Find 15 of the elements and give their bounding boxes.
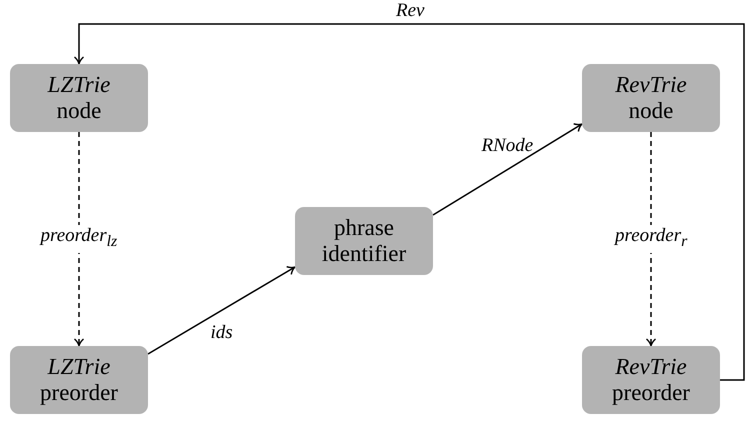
edge-label: Rev <box>395 0 426 22</box>
edge-label: RNode <box>480 134 534 156</box>
node-label: RevTrie node <box>614 72 688 124</box>
node-label: LZTrie node <box>46 72 112 124</box>
node-label: LZTrie preorder <box>39 354 119 406</box>
process-box <box>10 64 148 132</box>
process-box <box>582 64 720 132</box>
node-label: phrase identifier <box>320 215 408 267</box>
process-box <box>582 346 720 414</box>
node-label: RevTrie preorder <box>611 354 691 406</box>
process-box <box>295 207 433 275</box>
edge-label: preorder$_{lz}$ <box>38 225 120 253</box>
edge-label: ids <box>210 322 234 344</box>
edge-label: preorder$_{r}$ <box>613 225 690 253</box>
process-box <box>10 346 148 414</box>
